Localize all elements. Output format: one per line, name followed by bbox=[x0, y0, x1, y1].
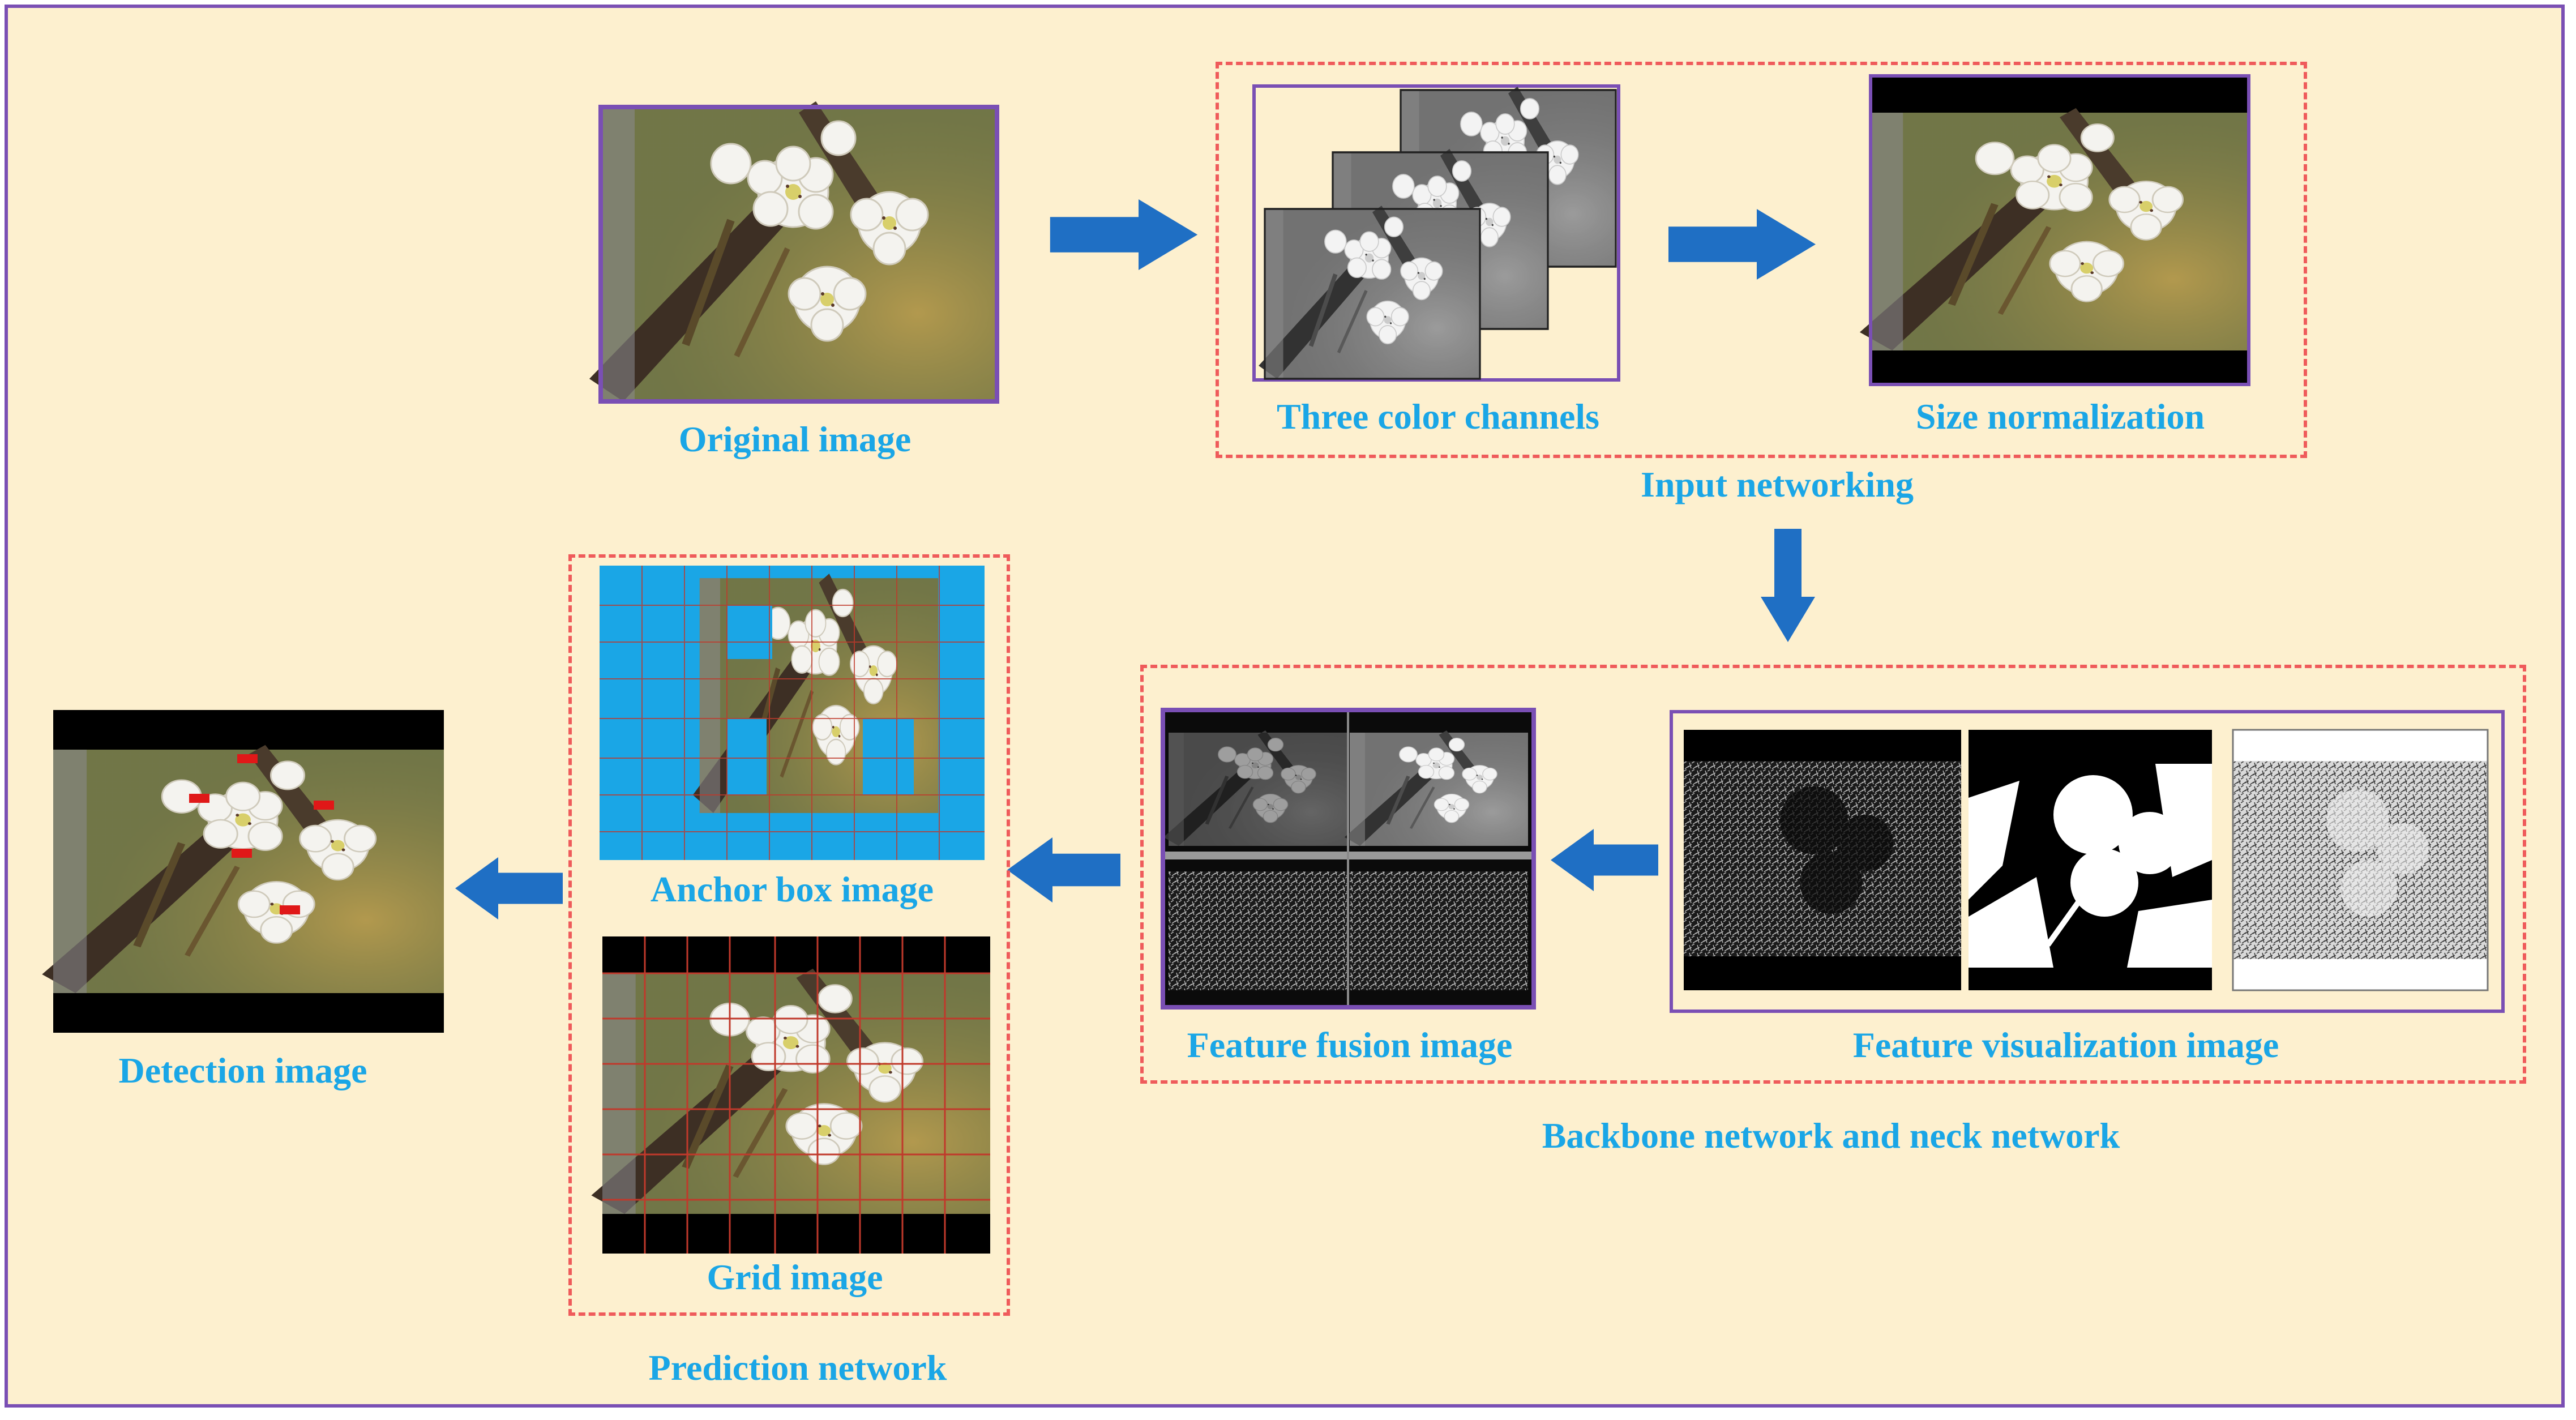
feature-fusion-label: Feature fusion image bbox=[1187, 1025, 1513, 1065]
feature-map-3 bbox=[2232, 729, 2489, 991]
arrow-right-icon bbox=[1668, 209, 1816, 280]
original-image-label: Original image bbox=[678, 419, 912, 459]
grid-image-label: Grid image bbox=[707, 1257, 883, 1297]
arrow-down-icon bbox=[1761, 529, 1815, 642]
feature-fusion-image bbox=[1161, 708, 1536, 1010]
arrow-left-icon bbox=[1551, 829, 1658, 891]
detection-image bbox=[53, 710, 444, 1033]
input-networking-box bbox=[1216, 62, 2307, 458]
arrow-right-icon bbox=[1050, 199, 1198, 270]
anchor-box-image bbox=[600, 566, 985, 860]
arrow-left-icon bbox=[455, 857, 563, 919]
three-channels-label: Three color channels bbox=[1276, 396, 1600, 437]
original-image bbox=[601, 104, 997, 404]
input-networking-label: Input networking bbox=[1641, 464, 1914, 504]
feature-map-2 bbox=[1969, 730, 2212, 990]
prediction-network-box bbox=[568, 554, 1010, 1316]
feature-visualization-label: Feature visualization image bbox=[1852, 1025, 2279, 1065]
channel-image-1 bbox=[1265, 209, 1480, 379]
backbone-neck-box bbox=[1140, 665, 2526, 1084]
feature-visualization-frame bbox=[1670, 710, 2505, 1013]
grid-image bbox=[602, 936, 990, 1254]
size-normalization-label: Size normalization bbox=[1915, 396, 2205, 437]
detection-image-label: Detection image bbox=[118, 1050, 367, 1090]
feature-map-1 bbox=[1684, 730, 1961, 990]
arrow-left-icon bbox=[1007, 837, 1120, 903]
anchor-box-label: Anchor box image bbox=[650, 869, 934, 909]
size-normalization-image bbox=[1871, 74, 2249, 386]
backbone-neck-label: Backbone network and neck network bbox=[1542, 1115, 2120, 1156]
diagram-canvas: Original image Three color channels Size… bbox=[5, 5, 2565, 1408]
prediction-network-label: Prediction network bbox=[648, 1348, 947, 1388]
